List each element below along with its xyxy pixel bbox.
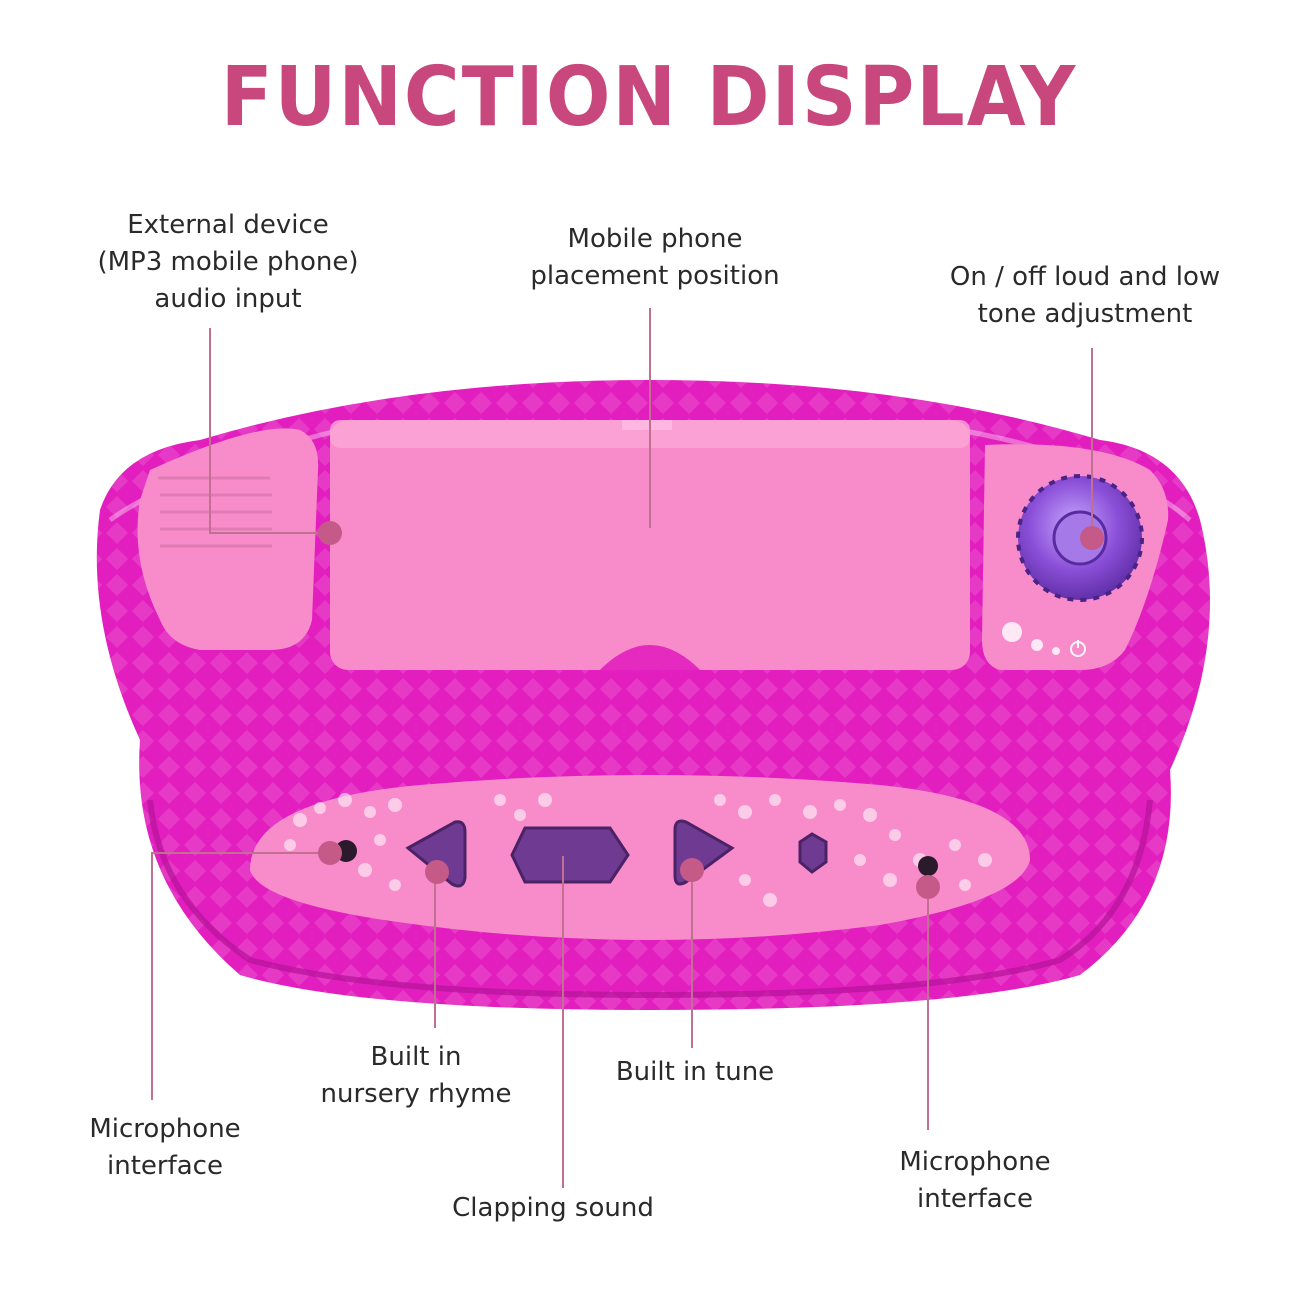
callout-dot-mic-right (916, 875, 940, 899)
label-tune: Built in tune (615, 1057, 775, 1087)
label-mic-right: Microphone interface (899, 1147, 1051, 1214)
control-strip (250, 775, 1030, 940)
leader-lines (151, 308, 1093, 1188)
callout-dot-audio-input (318, 521, 342, 545)
callout-dots (318, 521, 1104, 899)
callout-dot-tone (1080, 526, 1104, 550)
audio-input-pad (137, 428, 319, 650)
label-clapping: Clapping sound (452, 1193, 654, 1223)
label-external-input: External device (MP3 mobile phone) audio… (97, 210, 359, 314)
label-mic-left: Microphone interface (89, 1114, 241, 1181)
label-phone-position: Mobile phone placement position (530, 224, 780, 291)
label-onoff-tone: On / off loud and low tone adjustment (949, 262, 1221, 329)
callout-dot-mic-left (318, 841, 342, 865)
page-title: FUNCTION DISPLAY (220, 48, 1078, 145)
callout-dot-tune (680, 858, 704, 882)
callout-dot-nursery (425, 860, 449, 884)
label-nursery-rhyme: Built in nursery rhyme (320, 1042, 512, 1109)
